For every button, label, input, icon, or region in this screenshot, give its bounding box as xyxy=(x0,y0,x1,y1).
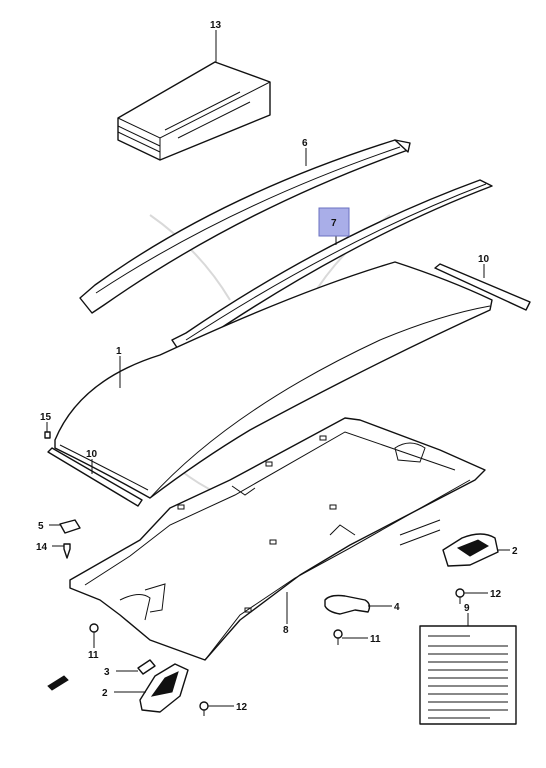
part-1-roof-panel xyxy=(54,261,493,499)
part-14-screw xyxy=(63,543,71,559)
part-2-holder-left xyxy=(139,663,189,713)
callout-7-highlight xyxy=(318,207,350,237)
part-9-label xyxy=(419,625,517,725)
callout-12-left: 12 xyxy=(236,702,248,713)
callout-14: 14 xyxy=(36,542,48,553)
part-10-strip-right xyxy=(434,263,531,311)
callout-11-right: 11 xyxy=(370,634,381,645)
callout-12-right: 12 xyxy=(490,589,502,600)
callout-7: 7 xyxy=(331,218,337,229)
callout-6: 6 xyxy=(302,138,308,149)
callout-2-right: 2 xyxy=(512,546,518,557)
callout-5: 5 xyxy=(38,521,44,532)
part-15-clip xyxy=(44,431,51,439)
callout-3: 3 xyxy=(104,667,110,678)
callout-10-lower: 10 xyxy=(86,449,98,460)
part-2-holder-right xyxy=(442,533,499,567)
part-11-screw-right xyxy=(333,629,343,645)
part-4-hook xyxy=(324,594,371,615)
small-dark-part xyxy=(47,675,69,691)
callout-4: 4 xyxy=(394,602,400,613)
callout-9: 9 xyxy=(464,603,470,614)
callout-10-upper: 10 xyxy=(478,254,490,265)
part-3-clip xyxy=(137,659,156,675)
part-12-screw-left xyxy=(199,701,209,716)
part-12-screw-right xyxy=(455,588,465,604)
part-6-moulding xyxy=(79,139,411,314)
callout-1: 1 xyxy=(116,346,122,357)
leader-lines xyxy=(46,30,510,707)
callout-8: 8 xyxy=(283,625,289,636)
part-5-bracket xyxy=(59,519,81,534)
part-8-headliner xyxy=(69,417,486,661)
part-10-strip-left xyxy=(47,447,143,507)
part-13-box xyxy=(117,61,271,161)
part-11-screw-left xyxy=(89,623,99,640)
callout-11-left: 11 xyxy=(88,650,99,661)
callout-2-left: 2 xyxy=(102,688,108,699)
callout-13: 13 xyxy=(210,20,222,31)
callout-15: 15 xyxy=(40,412,52,423)
callouts: 13 6 7 10 1 15 10 5 14 2 12 9 4 8 11 11 … xyxy=(36,20,518,713)
